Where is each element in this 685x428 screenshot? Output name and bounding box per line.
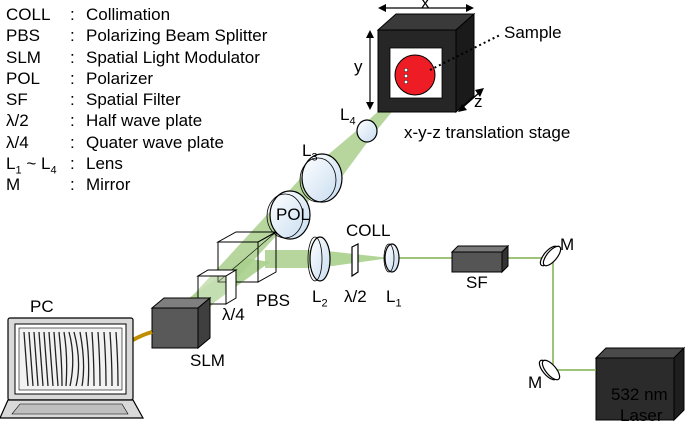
label-l4-main: L — [340, 105, 350, 124]
legend-desc: Mirror — [86, 175, 131, 195]
axis-z-arrow — [458, 88, 484, 112]
label-half-wave: λ/2 — [344, 287, 367, 306]
label-l2-main: L — [312, 287, 322, 306]
label-axis-z: z — [474, 92, 483, 111]
slm-box — [150, 296, 212, 350]
label-laser: Laser — [620, 406, 663, 425]
legend-colon: : — [70, 47, 75, 67]
label-pol: POL — [276, 205, 311, 224]
lens-l1 — [383, 243, 400, 273]
legend-abbr: SF — [6, 90, 28, 110]
legend-desc: Spatial Light Modulator — [86, 47, 260, 67]
label-pc: PC — [30, 297, 54, 316]
axis-y-arrow — [366, 30, 374, 110]
legend-colon: : — [70, 175, 75, 195]
label-l1-sub: 1 — [395, 297, 402, 310]
legend-abbr: λ/4 — [6, 132, 29, 152]
legend-colon: : — [70, 68, 75, 88]
sample-disc — [394, 54, 436, 96]
half-wave-plate — [351, 243, 359, 278]
label-mirror-top: M — [560, 235, 575, 254]
legend-abbr: SLM — [6, 47, 41, 67]
label-l4-sub: 4 — [349, 115, 356, 128]
legend-abbr-sub: 1 — [15, 164, 22, 177]
legend-abbr: λ/2 — [6, 111, 29, 131]
label-quarter-wave: λ/4 — [222, 305, 245, 324]
lens-l4 — [356, 119, 378, 143]
legend-abbr: PBS — [6, 26, 41, 46]
legend-desc: Lens — [86, 154, 123, 174]
legend-abbr-part: ~ L — [21, 154, 51, 174]
legend-abbr-sub: 4 — [50, 164, 57, 177]
label-coll: COLL — [346, 221, 391, 240]
axis-x-arrow — [378, 4, 474, 12]
spatial-filter — [450, 244, 510, 274]
legend-desc: Collimation — [86, 5, 171, 24]
label-slm: SLM — [190, 351, 225, 370]
label-l1: L1 — [386, 288, 402, 312]
legend-desc: Spatial Filter — [86, 90, 181, 110]
pc-slm-cable — [132, 330, 153, 342]
legend-colon: : — [70, 26, 75, 46]
label-l4: L4 — [340, 106, 356, 130]
legend-colon: : — [70, 111, 75, 131]
lens-l3 — [299, 153, 343, 203]
label-l2: L2 — [312, 288, 328, 312]
mirror-top — [539, 245, 562, 267]
label-translation-stage: x-y-z translation stage — [404, 123, 571, 142]
label-mirror-bottom: M — [528, 373, 543, 392]
hologram-pattern — [23, 331, 119, 387]
lens-l2 — [307, 236, 331, 282]
legend-desc: Polarizing Beam Splitter — [86, 26, 268, 46]
legend-abbr: POL — [6, 68, 41, 88]
legend-colon: : — [70, 154, 75, 174]
legend-colon: : — [70, 5, 75, 24]
mirror-bottom — [538, 359, 561, 381]
label-l3-main: L — [302, 141, 312, 160]
laser-box — [594, 346, 685, 422]
legend-desc: Half wave plate — [86, 111, 203, 131]
label-l3: L3 — [302, 142, 318, 166]
label-l2-sub: 2 — [321, 297, 328, 310]
legend-colon: : — [70, 90, 75, 110]
legend-desc: Polarizer — [86, 68, 154, 88]
pc-laptop — [0, 317, 145, 419]
legend-abbr: M — [6, 175, 21, 195]
sample-pointer — [429, 34, 501, 71]
label-l1-main: L — [386, 287, 396, 306]
expanded-beam-wide — [265, 250, 318, 268]
legend-abbr-part: L — [6, 154, 16, 174]
label-sf: SF — [466, 273, 488, 292]
legend-abbr: COLL — [6, 5, 51, 24]
laser-beam-path — [390, 257, 596, 371]
label-pbs: PBS — [256, 291, 291, 310]
label-sample: Sample — [504, 23, 562, 42]
label-axis-y: y — [354, 57, 363, 76]
legend-colon: : — [70, 132, 75, 152]
label-axis-x: x — [421, 0, 430, 12]
label-l3-sub: 3 — [311, 151, 318, 164]
polarizer — [266, 190, 311, 240]
label-laser-wavelength: 532 nm — [611, 385, 668, 404]
legend-desc: Quater wave plate — [86, 132, 224, 152]
legend-abbr: L1 ~ L4 — [6, 153, 57, 182]
